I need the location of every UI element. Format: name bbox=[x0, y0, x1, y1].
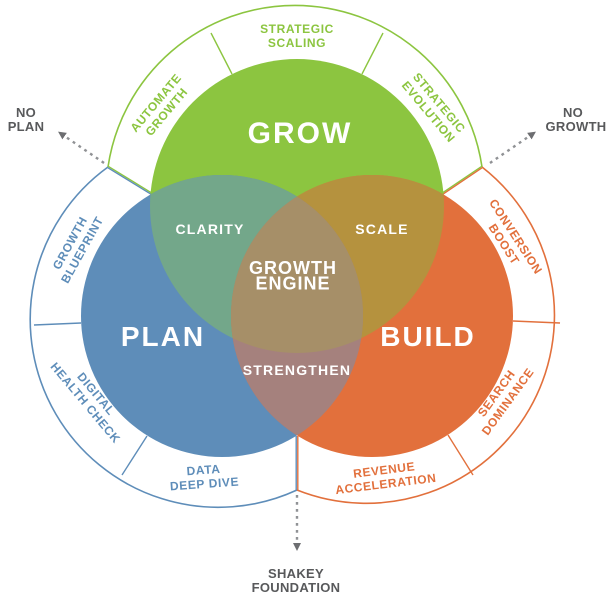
clarity-label: CLARITY bbox=[175, 221, 244, 237]
svg-text:STRATEGIC: STRATEGIC bbox=[260, 22, 334, 36]
ring-label-strategic-scaling: STRATEGIC SCALING bbox=[260, 22, 334, 50]
plan-ring-divider bbox=[121, 435, 148, 476]
triple-overlap-group bbox=[231, 175, 363, 353]
plan-ring-end-line bbox=[107, 167, 153, 196]
svg-text:PLAN: PLAN bbox=[8, 119, 45, 134]
grow-ring-divider bbox=[210, 32, 233, 75]
triple-overlap bbox=[231, 175, 363, 353]
growth-engine-label-line1: GROWTH bbox=[249, 258, 337, 278]
svg-text:SCALING: SCALING bbox=[268, 36, 326, 50]
outer-ring-grow bbox=[107, 4, 483, 194]
no-growth-arrow bbox=[489, 131, 536, 164]
svg-text:FOUNDATION: FOUNDATION bbox=[252, 580, 341, 595]
build-ring-divider bbox=[512, 320, 561, 324]
growth-engine-label-line2: ENGINE bbox=[255, 274, 330, 294]
shakey-foundation-callout: SHAKEY FOUNDATION bbox=[252, 566, 341, 595]
svg-text:DEEP DIVE: DEEP DIVE bbox=[169, 475, 239, 494]
grow-label: GROW bbox=[248, 117, 353, 150]
circle-labels: GROW PLAN BUILD CLARITY SCALE STRENGTHEN… bbox=[121, 117, 476, 378]
grow-ring-end-line bbox=[441, 165, 483, 194]
grow-ring-end-line bbox=[107, 165, 153, 194]
grow-ring-divider bbox=[361, 32, 384, 75]
grow-ring-arc bbox=[107, 4, 483, 168]
no-growth-callout: NO GROWTH bbox=[545, 105, 606, 134]
outer-ring-build bbox=[296, 166, 561, 505]
build-ring-end-line bbox=[441, 167, 483, 196]
callouts: NO PLAN NO GROWTH SHAKEY FOUNDATION bbox=[8, 105, 607, 595]
strengthen-label: STRENGTHEN bbox=[243, 362, 351, 378]
svg-text:SHAKEY: SHAKEY bbox=[268, 566, 324, 581]
no-plan-callout: NO PLAN bbox=[8, 105, 45, 134]
plan-ring-divider bbox=[33, 322, 82, 326]
venn-circles bbox=[81, 59, 513, 457]
build-ring-divider bbox=[447, 434, 474, 476]
svg-text:NO: NO bbox=[563, 105, 583, 120]
build-label: BUILD bbox=[380, 321, 476, 352]
scale-label: SCALE bbox=[355, 221, 408, 237]
no-plan-arrow bbox=[58, 131, 105, 164]
svg-text:NO: NO bbox=[16, 105, 36, 120]
plan-ring-arc bbox=[29, 166, 298, 509]
build-ring-arc bbox=[296, 166, 556, 505]
svg-text:GROWTH: GROWTH bbox=[545, 119, 606, 134]
ring-label-data-deep-dive: DATA DEEP DIVE bbox=[169, 462, 239, 494]
svg-text:DATA: DATA bbox=[186, 462, 221, 478]
ring-label-revenue-acceleration: REVENUE ACCELERATION bbox=[335, 459, 438, 497]
outer-ring-plan bbox=[29, 166, 298, 509]
plan-label: PLAN bbox=[121, 321, 205, 352]
